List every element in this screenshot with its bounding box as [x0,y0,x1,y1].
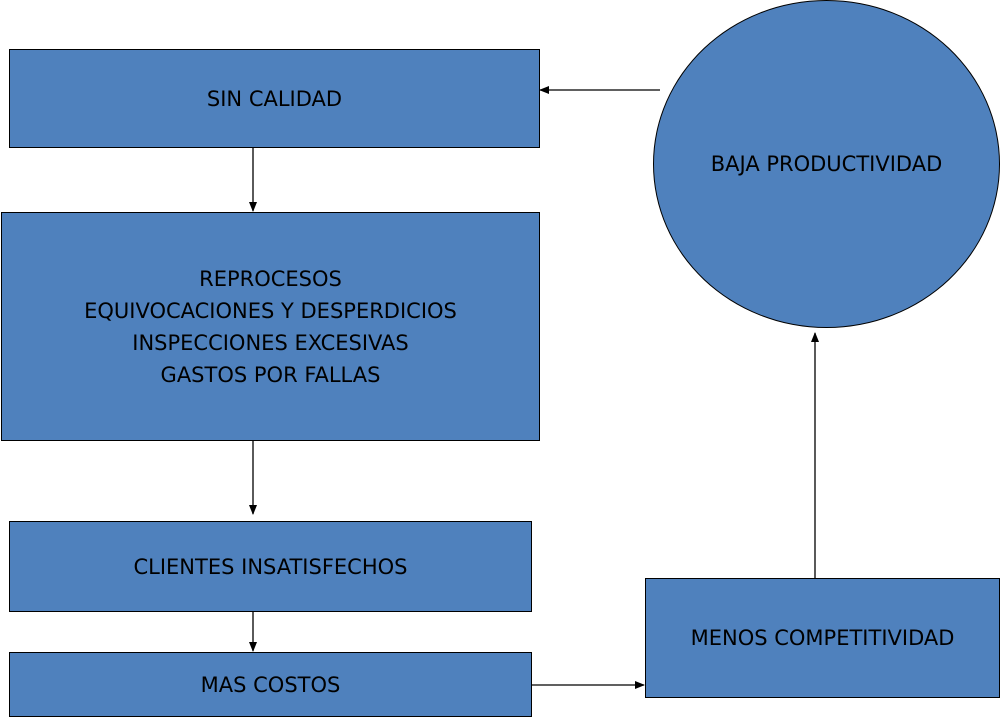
node-mas-costos: MAS COSTOS [9,652,532,717]
node-label: REPROCESOS [199,266,342,291]
node-label: SIN CALIDAD [206,86,343,111]
node-label: CLIENTES INSATISFECHOS [133,554,408,579]
node-label: BAJA PRODUCTIVIDAD [710,152,943,176]
node-label: EQUIVOCACIONES Y DESPERDICIOS [84,298,457,323]
node-label: MENOS COMPETITIVIDAD [690,626,955,650]
node-clientes-insatisfechos: CLIENTES INSATISFECHOS [9,521,532,612]
node-label: INSPECCIONES EXCESIVAS [132,330,409,355]
node-label: MAS COSTOS [200,672,341,697]
node-consecuencias: REPROCESOS EQUIVOCACIONES Y DESPERDICIOS… [1,212,540,441]
node-label: GASTOS POR FALLAS [160,362,381,387]
node-sin-calidad: SIN CALIDAD [9,49,540,148]
node-baja-productividad: BAJA PRODUCTIVIDAD [653,0,1000,328]
node-menos-competitividad: MENOS COMPETITIVIDAD [645,578,1000,698]
